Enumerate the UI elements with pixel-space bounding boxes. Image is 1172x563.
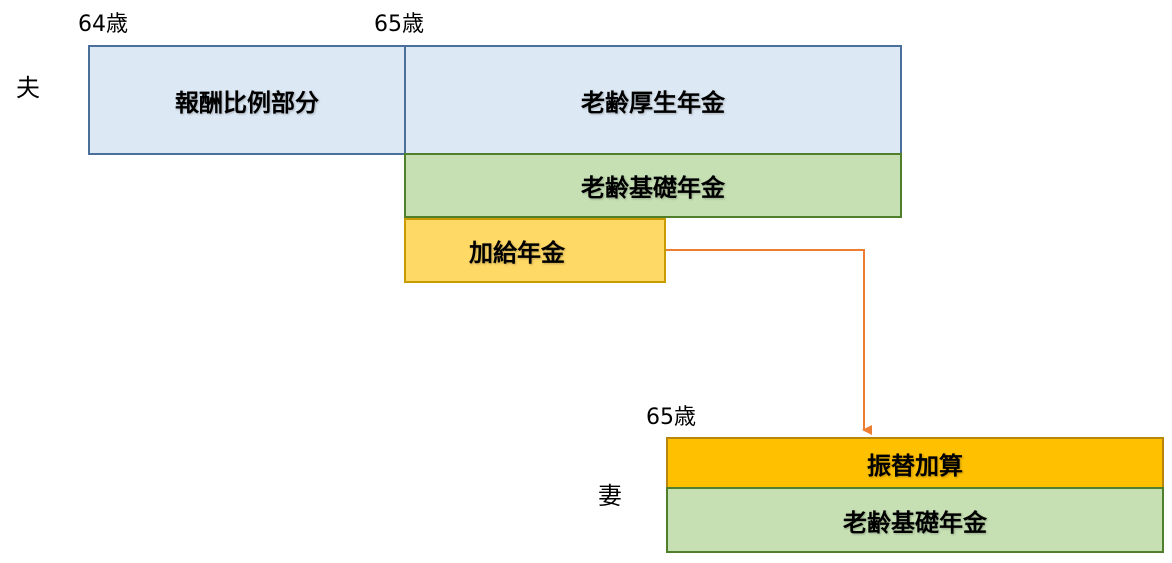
hoshu-hirei-block: 報酬比例部分 — [88, 45, 406, 155]
wife-label: 妻 — [598, 482, 622, 510]
husband-rorei-kiso-nenkin-text: 老齢基礎年金 — [581, 174, 725, 202]
hoshu-hirei-text: 報酬比例部分 — [175, 88, 319, 117]
wife-rorei-kiso-nenkin-block: 老齢基礎年金 — [666, 487, 1164, 553]
husband-rorei-kiso-nenkin-block: 老齢基礎年金 — [404, 153, 902, 218]
rorei-kosei-nenkin-text: 老齢厚生年金 — [581, 88, 725, 117]
transfer-arrow-line — [666, 249, 872, 435]
husband-label: 夫 — [16, 74, 40, 102]
wife-age-65-label: 65歳 — [646, 405, 696, 430]
kakyu-nenkin-text: 加給年金 — [469, 239, 565, 267]
wife-rorei-kiso-nenkin-text: 老齢基礎年金 — [843, 508, 987, 537]
furikae-kasan-block: 振替加算 — [666, 437, 1164, 489]
kakyu-nenkin-block: 加給年金 — [404, 218, 666, 283]
husband-age-65-label: 65歳 — [374, 12, 424, 37]
furikae-kasan-text: 振替加算 — [867, 451, 963, 480]
husband-age-64-label: 64歳 — [78, 12, 128, 37]
